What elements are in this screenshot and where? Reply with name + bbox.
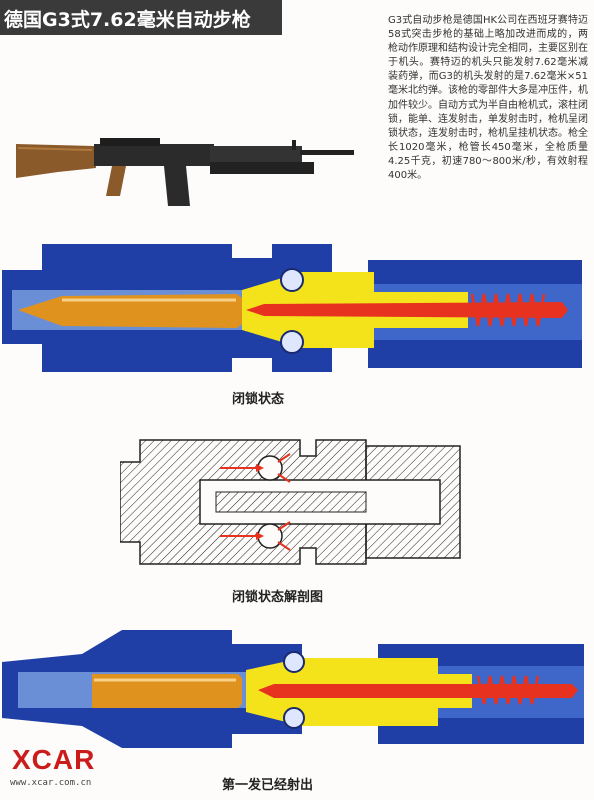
xcar-url: www.xcar.com.cn [10,778,92,788]
cutaway-diagram [120,439,461,565]
caption-cutaway: 闭锁状态解剖图 [232,590,324,605]
rifle-image [16,138,354,206]
title-banner: 德国G3式7.62毫米自动步枪 [0,0,282,35]
xcar-logo-text: XCAR [12,744,96,775]
caption-locked: 闭锁状态 [232,392,285,407]
description-text: G3式自动步枪是德国HK公司在西班牙赛特迈58式突击步枪的基础上略加改进而成的，… [388,15,588,182]
caption-fired: 第一发已经射出 [222,778,314,793]
xcar-watermark: XCAR www.xcar.com.cn [6,744,110,796]
page-title: 德国G3式7.62毫米自动步枪 [4,9,251,31]
fired-state-diagram [2,630,584,748]
locked-state-diagram [2,244,582,372]
